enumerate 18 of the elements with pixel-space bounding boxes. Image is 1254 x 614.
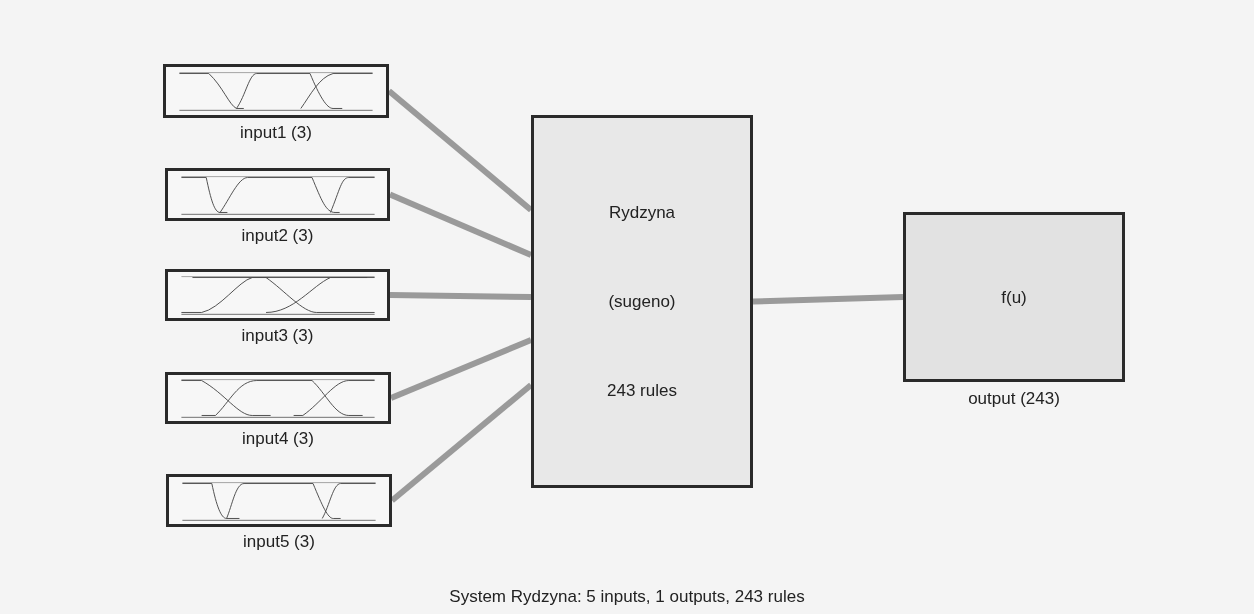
input-label: input4 (3) [242, 430, 314, 447]
caption: System Rydzyna: 5 inputs, 1 outputs, 243 rules [448, 588, 806, 605]
input-label: input5 (3) [243, 533, 315, 550]
system-box [531, 115, 753, 488]
system-label: (sugeno) [608, 293, 676, 310]
connector-line [389, 337, 533, 401]
input-label: input3 (3) [241, 327, 314, 344]
function-label: f(u) [1001, 288, 1027, 306]
connector-line [387, 88, 533, 213]
connector-line [388, 191, 533, 258]
connector-line [390, 382, 533, 503]
system-label: 243 rules [607, 382, 677, 399]
input-label: input1 (3) [240, 124, 312, 141]
connector-line [389, 292, 532, 300]
output-label: output (243) [968, 390, 1060, 407]
input-label: input2 (3) [241, 227, 314, 244]
connector-line [752, 294, 904, 305]
system-label: Rydzyna [608, 204, 676, 221]
